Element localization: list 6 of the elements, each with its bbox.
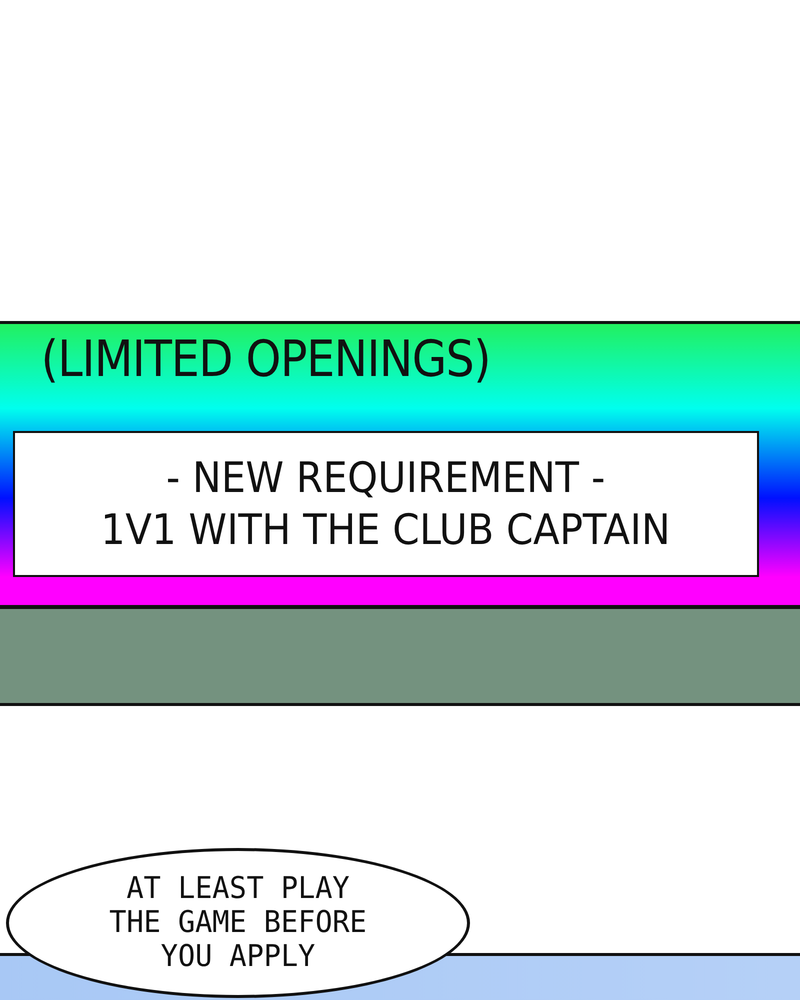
- gradient-banner: [0, 321, 800, 608]
- notice-heading: - NEW REQUIREMENT -: [166, 452, 606, 504]
- speech-text: AT LEAST PLAY THE GAME BEFORE YOU APPLY: [108, 872, 368, 974]
- banner-heading: (LIMITED OPENINGS): [41, 330, 490, 388]
- notice-text: 1V1 WITH THE CLUB CAPTAIN: [101, 504, 671, 556]
- notice-box: [13, 431, 759, 577]
